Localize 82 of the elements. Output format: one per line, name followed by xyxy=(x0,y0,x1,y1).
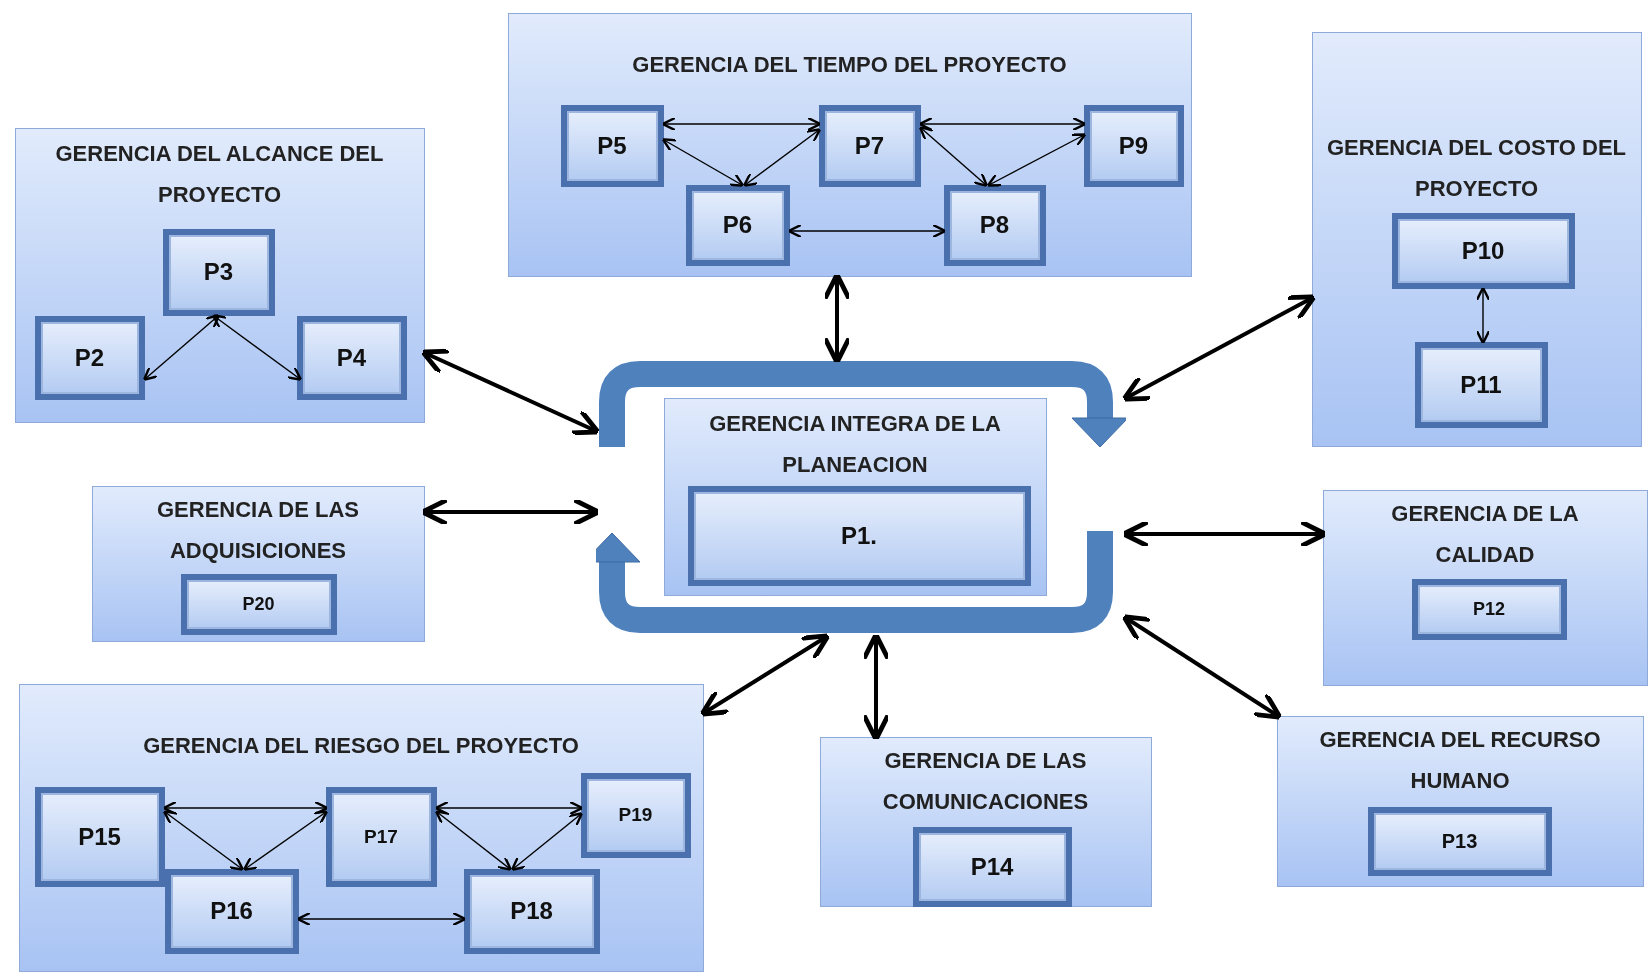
process-label: P16 xyxy=(210,897,253,925)
process-box xyxy=(296,315,407,400)
process-label: P19 xyxy=(618,804,653,826)
connector-arrow xyxy=(787,223,947,239)
connector-arrow xyxy=(822,272,852,365)
group-title: GERENCIA DEL RIESGO DEL PROYECTO xyxy=(142,732,580,760)
group-title: GERENCIA DEL RECURSO HUMANO xyxy=(1318,726,1602,795)
connector-arrow xyxy=(211,314,303,381)
process-label: P8 xyxy=(979,211,1010,239)
process-box xyxy=(1083,104,1184,187)
process-label: P15 xyxy=(78,822,121,851)
process-group-box xyxy=(1312,32,1642,447)
process-label: P11 xyxy=(1460,370,1502,399)
connector-arrow xyxy=(861,632,891,742)
connector-arrow xyxy=(1121,294,1317,402)
process-box xyxy=(1414,341,1548,428)
process-label: P4 xyxy=(336,343,367,372)
connector-arrow xyxy=(242,810,329,871)
connector-arrow xyxy=(434,800,584,816)
process-group-box xyxy=(92,486,425,642)
connector-arrow xyxy=(918,126,989,187)
process-box xyxy=(818,104,921,187)
process-group-box xyxy=(15,128,425,423)
process-label: P14 xyxy=(970,852,1014,881)
process-label: P12 xyxy=(1473,598,1505,620)
connector-arrow xyxy=(918,116,1087,132)
process-group-box xyxy=(1323,490,1648,686)
process-label: P3 xyxy=(203,258,234,286)
process-group-box xyxy=(820,737,1152,907)
process-label: P10 xyxy=(1461,236,1505,265)
process-box xyxy=(325,786,437,887)
process-group-box xyxy=(19,684,704,972)
process-label: P5 xyxy=(597,131,627,160)
process-label: P7 xyxy=(854,131,885,160)
connector-arrow xyxy=(699,633,831,717)
process-box xyxy=(34,786,165,887)
process-box xyxy=(1391,212,1575,289)
process-box xyxy=(34,315,145,400)
process-box xyxy=(1411,578,1567,640)
process-label: P17 xyxy=(364,825,398,848)
connector-arrow xyxy=(434,810,513,871)
process-box xyxy=(162,228,275,316)
connector-arrow xyxy=(420,348,601,436)
group-title: GERENCIA DE LA CALIDAD xyxy=(1390,500,1580,569)
process-box xyxy=(580,772,691,858)
connector-arrow xyxy=(986,133,1087,187)
process-label: P1. xyxy=(841,521,877,550)
connector-arrow xyxy=(742,128,822,187)
connector-arrow xyxy=(142,314,221,381)
process-label: P18 xyxy=(510,897,553,925)
connector-arrow xyxy=(1475,286,1491,345)
process-box xyxy=(180,573,337,635)
connector-arrow xyxy=(420,497,601,527)
connector-arrow xyxy=(1121,519,1328,549)
process-box xyxy=(560,104,664,187)
process-box xyxy=(943,184,1046,266)
process-box xyxy=(912,826,1072,907)
connector-arrow xyxy=(162,810,245,871)
group-title: GERENCIA DE LAS ADQUISICIONES xyxy=(155,496,361,565)
connector-arrow xyxy=(510,812,584,871)
process-label: P6 xyxy=(722,211,753,239)
process-box xyxy=(685,184,790,266)
process-label: P13 xyxy=(1441,829,1478,853)
process-box xyxy=(463,868,600,954)
group-title: GERENCIA DEL COSTO DEL PROYECTO xyxy=(1325,134,1628,203)
group-title: GERENCIA DEL ALCANCE DEL PROYECTO xyxy=(54,140,385,209)
connector-arrow xyxy=(296,911,467,927)
process-box xyxy=(1367,806,1552,876)
process-group-box xyxy=(508,13,1192,277)
connector-arrow xyxy=(1121,614,1283,720)
process-box xyxy=(164,868,299,954)
process-box xyxy=(687,485,1031,586)
group-title: GERENCIA INTEGRA DE LA PLANEACION xyxy=(708,410,1002,479)
process-group-box xyxy=(664,398,1047,596)
group-title: GERENCIA DEL TIEMPO DEL PROYECTO xyxy=(631,51,1068,79)
process-label: P9 xyxy=(1118,131,1149,160)
connector-arrow xyxy=(661,138,745,187)
group-title: GERENCIA DE LAS COMUNICACIONES xyxy=(881,747,1090,816)
process-label: P20 xyxy=(242,593,275,615)
process-group-box xyxy=(1277,716,1644,887)
process-label: P2 xyxy=(74,343,105,372)
connector-arrow xyxy=(661,116,822,132)
